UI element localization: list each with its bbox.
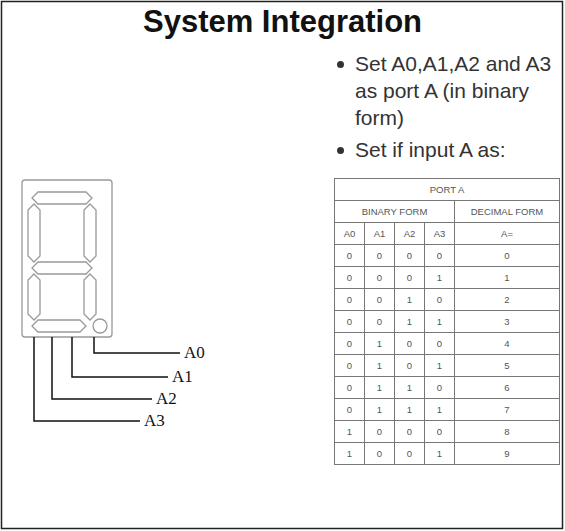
table-cell: 1 [335, 421, 365, 443]
table-cell: PORT A [335, 179, 560, 201]
segment-f [28, 204, 40, 262]
truth-table: PORT ABINARY FORMDECIMAL FORMA0A1A2A3A=0… [334, 178, 560, 465]
table-cell: A0 [335, 223, 365, 245]
table-cell: 0 [335, 333, 365, 355]
table-cell: 1 [395, 377, 425, 399]
table-cell: 0 [395, 443, 425, 465]
pin-label: A1 [172, 367, 193, 387]
table-cell: A2 [395, 223, 425, 245]
bullet-text: Set A0,A1,A2 and A3 as port A (in binary… [355, 50, 560, 131]
table-cell: 1 [425, 311, 455, 333]
table-cell: 0 [425, 377, 455, 399]
pin-label: A2 [156, 389, 177, 409]
table-cell: 0 [335, 289, 365, 311]
table-cell: 1 [425, 443, 455, 465]
table-cell: 0 [365, 421, 395, 443]
table-cell: 1 [425, 267, 455, 289]
table-cell: 1 [395, 399, 425, 421]
table-cell: 2 [455, 289, 560, 311]
table-cell: A3 [425, 223, 455, 245]
pin-label: A0 [184, 343, 205, 363]
bullet-dot [337, 61, 344, 68]
table-row: 10008 [335, 421, 560, 443]
table-cell: 0 [335, 311, 365, 333]
table-cell: 1 [365, 333, 395, 355]
table-cell: 0 [365, 267, 395, 289]
leader-line [72, 337, 168, 377]
table-cell: 0 [395, 355, 425, 377]
table-cell: 1 [365, 377, 395, 399]
table-cell: 0 [425, 289, 455, 311]
table-cell: 0 [365, 311, 395, 333]
decimal-point [93, 319, 107, 333]
table-cell: 1 [395, 289, 425, 311]
table-row: 00011 [335, 267, 560, 289]
table-row: 01004 [335, 333, 560, 355]
table-cell: 0 [395, 267, 425, 289]
segment-d [32, 320, 86, 332]
table-cell: 7 [455, 399, 560, 421]
table-cell: 6 [455, 377, 560, 399]
table-cell: 0 [335, 355, 365, 377]
display-body [22, 180, 112, 337]
pin-label: A3 [144, 411, 165, 431]
table-row: 00102 [335, 289, 560, 311]
table-cell: 5 [455, 355, 560, 377]
table-cell: 3 [455, 311, 560, 333]
table-row: 10019 [335, 443, 560, 465]
table-cell: 1 [335, 443, 365, 465]
table-cell: 0 [425, 333, 455, 355]
table-cell: A= [455, 223, 560, 245]
table-cell: 0 [425, 245, 455, 267]
slide-title: System Integration [0, 4, 565, 40]
table-row: BINARY FORMDECIMAL FORM [335, 201, 560, 223]
bullet-dot [337, 147, 344, 154]
leader-line [52, 337, 152, 399]
table-row: 01117 [335, 399, 560, 421]
table-cell: 1 [395, 311, 425, 333]
table-cell: A1 [365, 223, 395, 245]
table-cell: 1 [425, 399, 455, 421]
segment-c [84, 274, 96, 320]
table-cell: 1 [365, 355, 395, 377]
table-cell: 9 [455, 443, 560, 465]
table-cell: 0 [395, 333, 425, 355]
segment-a [32, 192, 92, 204]
table-cell: 1 [425, 355, 455, 377]
segment-e [28, 274, 40, 320]
table-cell: 0 [395, 421, 425, 443]
bullet-text: Set if input A as: [355, 136, 560, 163]
segment-g [32, 262, 92, 274]
table-cell: 0 [335, 377, 365, 399]
table-row: 00113 [335, 311, 560, 333]
table-row: A0A1A2A3A= [335, 223, 560, 245]
table-row: 00000 [335, 245, 560, 267]
segment-b [84, 204, 96, 262]
table-cell: 0 [365, 245, 395, 267]
table-cell: 0 [395, 245, 425, 267]
table-cell: DECIMAL FORM [455, 201, 560, 223]
table-row: 01106 [335, 377, 560, 399]
table-cell: 0 [455, 245, 560, 267]
table-cell: 0 [335, 267, 365, 289]
table-cell: 8 [455, 421, 560, 443]
table-cell: 0 [335, 399, 365, 421]
table-row: 01015 [335, 355, 560, 377]
leader-line [34, 337, 140, 421]
table-cell: BINARY FORM [335, 201, 455, 223]
table-row: PORT A [335, 179, 560, 201]
table-cell: 0 [365, 289, 395, 311]
table-cell: 0 [335, 245, 365, 267]
table-cell: 1 [365, 399, 395, 421]
table-cell: 0 [425, 421, 455, 443]
table-cell: 1 [455, 267, 560, 289]
leader-line [94, 337, 180, 353]
table-cell: 0 [365, 443, 395, 465]
table-cell: 4 [455, 333, 560, 355]
